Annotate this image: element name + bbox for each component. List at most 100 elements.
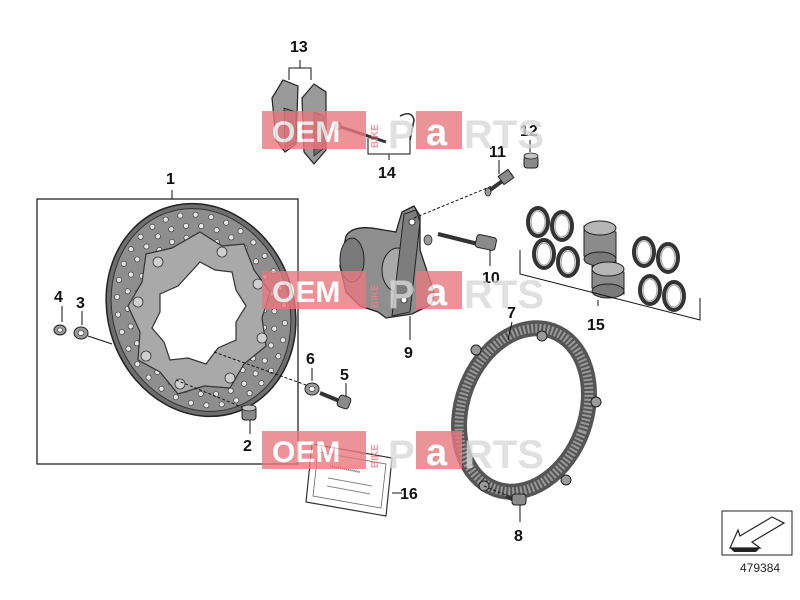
- orientation-arrow-box: [721, 510, 793, 556]
- axis-line-11: [413, 185, 493, 219]
- watermark-a-text: a: [426, 432, 448, 474]
- disc-hole: [208, 214, 214, 220]
- watermark-bike-text: BIKE: [370, 124, 381, 148]
- watermark-oem-text: OEM: [272, 276, 340, 309]
- leader-7: [507, 321, 513, 341]
- disc-hole: [125, 345, 132, 352]
- part-8-bolt: [505, 493, 527, 506]
- disc-hole: [241, 380, 247, 387]
- part-15-repair-kit: [526, 206, 686, 312]
- disc-hole: [168, 226, 175, 233]
- disc-hole: [154, 233, 161, 240]
- disc-hole: [124, 288, 131, 295]
- watermark-bottom: OEM BIKE P a RTS: [262, 431, 544, 477]
- disc-hole: [258, 380, 265, 387]
- disc-hole: [233, 397, 240, 404]
- disc-hole: [280, 337, 286, 343]
- disc-hole: [198, 223, 205, 229]
- watermark-middle: OEM BIKE P a RTS: [262, 271, 544, 317]
- callout-10: 10: [482, 270, 500, 287]
- watermark-bike-text: BIKE: [370, 444, 381, 468]
- disc-hole: [261, 252, 268, 259]
- disc-hole: [268, 342, 274, 349]
- disc-hole: [250, 239, 257, 246]
- callout-8: 8: [514, 528, 523, 545]
- kit-seal-rings-inner: [530, 210, 682, 308]
- callout-1: 1: [166, 171, 175, 188]
- disc-hub-opening: [151, 261, 247, 365]
- disc-hole: [187, 399, 194, 406]
- watermark-rts-text: RTS: [464, 113, 544, 157]
- disc-hole: [177, 212, 184, 219]
- brake-disc: [105, 202, 297, 418]
- part-4-clip: [53, 324, 67, 336]
- callout-11: 11: [489, 144, 506, 161]
- watermark-bike-text: BIKE: [370, 284, 381, 308]
- watermark-p-text: P: [388, 433, 415, 477]
- disc-hole: [252, 370, 259, 377]
- watermark-a-text: a: [426, 112, 448, 154]
- disc-hole: [162, 216, 169, 223]
- disc-hole: [197, 390, 204, 397]
- disc-hole: [183, 222, 189, 229]
- disc-hole: [261, 357, 268, 364]
- disc-hole: [115, 311, 121, 318]
- disc-hole: [253, 258, 259, 265]
- disc-hole: [246, 390, 253, 397]
- disc-hole: [227, 387, 234, 394]
- diagram-number: 479384: [740, 561, 780, 575]
- disc-hole: [145, 374, 152, 381]
- disc-hole: [143, 243, 150, 250]
- ring-mounting-tabs: [470, 330, 602, 492]
- callout-6: 6: [306, 351, 315, 368]
- axis-line-8: [483, 485, 509, 497]
- disc-hole: [192, 211, 199, 218]
- part-7-abs-sensor-ring: [451, 320, 602, 500]
- part-5-bolt: [319, 391, 352, 410]
- watermark-top: OEM BIKE P a RTS: [262, 111, 544, 157]
- disc-hole: [203, 402, 210, 409]
- disc-hole: [223, 219, 230, 226]
- disc-hole: [158, 385, 165, 392]
- disc-hole: [116, 276, 122, 283]
- disc-carrier-bolts: [132, 246, 268, 390]
- disc-hole: [271, 308, 278, 315]
- watermark-rts-text: RTS: [464, 433, 544, 477]
- watermark-a-text: a: [426, 272, 448, 314]
- axis-line-6a: [213, 351, 307, 386]
- disc-hole: [114, 294, 120, 300]
- watermark-p-text: P: [388, 113, 415, 157]
- leader-14: [367, 136, 411, 160]
- watermark-p-text: P: [388, 273, 415, 317]
- callout-9: 9: [404, 345, 413, 362]
- part-11-bleeder-valve: [484, 168, 515, 197]
- disc-hole: [268, 367, 274, 374]
- callout-16: 16: [400, 486, 418, 503]
- kit-pistons: [583, 220, 625, 299]
- disc-hole: [137, 233, 144, 240]
- disc-hole: [134, 361, 141, 367]
- disc-hole: [237, 228, 244, 235]
- callout-14: 14: [378, 165, 396, 182]
- part-2-bolt: [241, 404, 257, 421]
- callout-3: 3: [76, 295, 85, 312]
- disc-hole: [127, 323, 134, 330]
- disc-hole: [127, 246, 134, 253]
- disc-hole: [120, 260, 127, 267]
- callout-5: 5: [340, 367, 349, 384]
- axis-line-6b: [175, 379, 245, 409]
- part-12-cap: [523, 152, 539, 169]
- disc-hole: [213, 227, 220, 233]
- disc-group-frame: [36, 198, 299, 465]
- disc-hole: [149, 223, 156, 230]
- disc-hole: [134, 256, 141, 263]
- kit-seal-rings: [526, 206, 686, 312]
- orientation-arrow-icon: [729, 516, 786, 549]
- callout-12: 12: [520, 123, 538, 140]
- disc-hole: [127, 271, 134, 278]
- watermark-rts-text: RTS: [464, 273, 544, 317]
- callout-7: 7: [507, 305, 516, 322]
- watermark-oem-text: OEM: [272, 116, 340, 149]
- part-3-washer: [73, 326, 89, 340]
